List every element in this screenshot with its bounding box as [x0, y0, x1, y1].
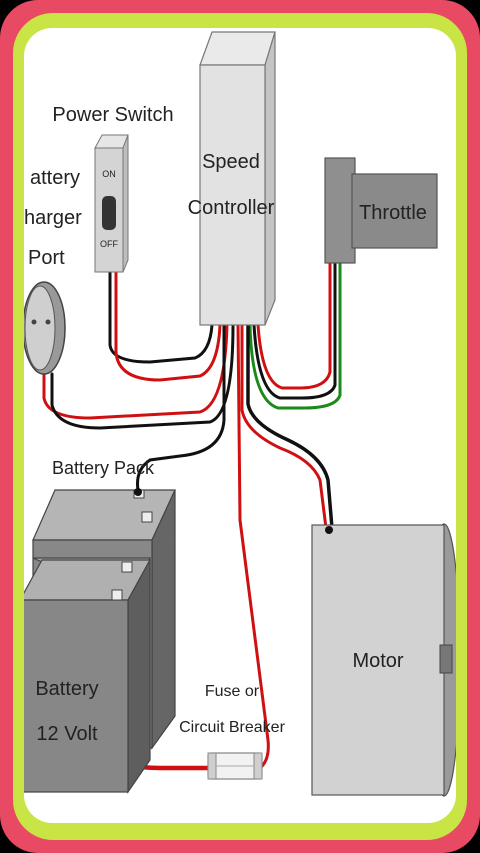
battery-charger-port: attery harger Port [24, 167, 82, 375]
diagram-canvas: Speed Controller Power Switch ON OFF att… [24, 28, 456, 823]
throttle-label: Throttle [359, 202, 427, 224]
wiring-diagram: Speed Controller Power Switch ON OFF att… [24, 31, 456, 797]
wire-throttle-red [256, 260, 332, 390]
battery-terminal-2 [121, 561, 133, 573]
speed-controller: Speed Controller [188, 31, 276, 326]
wire-throttle-black [252, 260, 337, 400]
wire-motor-red [240, 323, 328, 530]
wire-battery-black [136, 323, 226, 492]
switch-off-label: OFF [100, 239, 118, 249]
switch-on-label: ON [102, 169, 116, 179]
wire-motor-black [246, 323, 334, 530]
battery-label-2: 12 Volt [36, 723, 98, 745]
speed-controller-label-2: Controller [188, 197, 275, 219]
battery-black-node [134, 488, 142, 496]
wire-switch-black [108, 270, 214, 364]
battery-pack: Battery Pack Battery 12 Volt [24, 458, 176, 794]
wire-charger-black [50, 323, 235, 430]
speed-controller-label-1: Speed [202, 151, 260, 173]
motor-label: Motor [352, 650, 403, 672]
charger-label-2: harger [24, 207, 82, 229]
battery-pack-label: Battery Pack [52, 458, 155, 478]
battery-terminal-3 [111, 589, 123, 601]
charger-label-1: attery [30, 167, 80, 189]
fuse-label-1: Fuse or [205, 683, 260, 700]
power-switch: Power Switch ON OFF [52, 104, 174, 273]
charger-pin-1 [31, 319, 37, 325]
wire-throttle-green [248, 260, 342, 410]
motor-shaft [439, 644, 453, 674]
fuse-label-2: Circuit Breaker [179, 719, 285, 736]
charger-label-3: Port [28, 247, 65, 269]
switch-toggle [102, 196, 116, 230]
battery-label-1: Battery [35, 678, 98, 700]
motor: Motor [311, 523, 456, 797]
wire-switch-red [114, 270, 222, 382]
wire-charger-red [42, 323, 229, 420]
charger-pin-2 [45, 319, 51, 325]
motor-terminal [325, 526, 333, 534]
fuse-circuit-breaker: Fuse or Circuit Breaker [179, 683, 286, 780]
battery-terminal-1 [141, 511, 153, 523]
throttle: Throttle [324, 157, 438, 264]
power-switch-label: Power Switch [52, 104, 173, 126]
